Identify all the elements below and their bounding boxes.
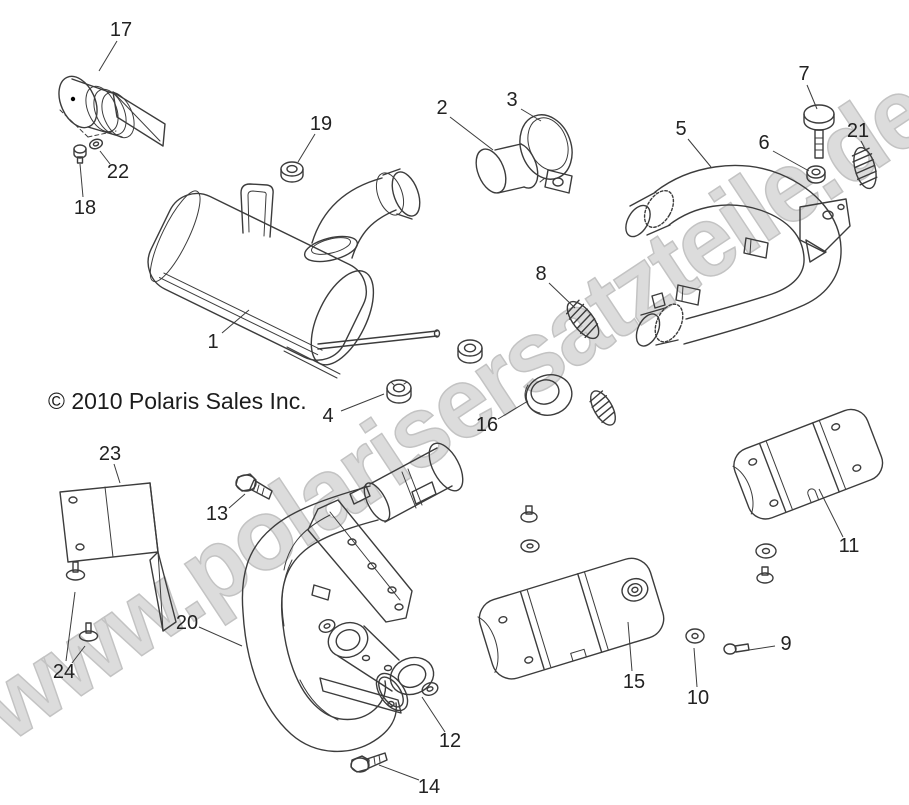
clamp-3-drawing xyxy=(519,114,573,194)
copyright-text: © 2010 Polaris Sales Inc. xyxy=(48,388,307,414)
head-pipe-20-drawing xyxy=(241,442,464,753)
callout-13: 13 xyxy=(206,503,228,525)
callout-15: 15 xyxy=(623,671,645,693)
spring-21-drawing xyxy=(851,146,878,190)
nut-19-drawing xyxy=(280,161,304,183)
bolt-7-drawing xyxy=(803,104,835,159)
callout-11: 11 xyxy=(839,535,860,557)
callout-6: 6 xyxy=(758,132,769,154)
callout-7: 7 xyxy=(798,63,809,85)
bracket-23-drawing xyxy=(59,482,177,632)
callout-5: 5 xyxy=(675,118,686,140)
callout-17: 17 xyxy=(110,19,132,41)
callout-20: 20 xyxy=(176,612,198,634)
washer-22-drawing xyxy=(88,138,104,150)
nut-6-drawing xyxy=(806,165,826,184)
gasket-12-drawing xyxy=(318,619,439,696)
washer-above-15-drawing xyxy=(520,539,540,553)
spark-arrestor-drawing xyxy=(58,75,166,147)
nut-middle-drawing xyxy=(457,339,483,364)
bolt-18-drawing xyxy=(73,144,87,164)
callout-24: 24 xyxy=(53,661,75,683)
seal-ring-16-drawing xyxy=(524,374,573,416)
callout-21: 21 xyxy=(847,120,869,142)
washer-10-drawing xyxy=(685,628,705,644)
heat-shield-15-drawing xyxy=(477,557,665,680)
washer-under-11-drawing xyxy=(755,543,777,559)
callout-2: 2 xyxy=(436,97,447,119)
bolt-9-drawing xyxy=(723,643,750,655)
bolt-above-15-drawing xyxy=(520,505,538,523)
bolt-13-drawing xyxy=(235,473,273,500)
callout-22: 22 xyxy=(107,161,129,183)
rivet-24a-drawing xyxy=(65,561,86,581)
bolt-14-drawing xyxy=(350,752,388,773)
spring-middle-drawing xyxy=(589,390,616,426)
callout-23: 23 xyxy=(99,443,121,465)
callouts: 1 2 3 4 5 6 7 8 9 10 11 12 13 14 15 16 1… xyxy=(53,19,869,798)
callout-9: 9 xyxy=(780,633,791,655)
callout-18: 18 xyxy=(74,197,96,219)
rivet-24b-drawing xyxy=(78,622,99,642)
bolt-under-11-drawing xyxy=(756,566,774,584)
head-pipe-5-drawing xyxy=(625,164,851,347)
leader-lines xyxy=(65,40,867,781)
callout-12: 12 xyxy=(439,730,461,752)
heat-shield-11-drawing xyxy=(732,408,884,520)
muffler-drawing xyxy=(147,168,441,379)
callout-10: 10 xyxy=(687,687,709,709)
callout-1: 1 xyxy=(207,331,218,353)
nut-4-drawing xyxy=(386,379,412,404)
sleeve-2-drawing xyxy=(475,143,539,194)
callout-3: 3 xyxy=(506,89,517,111)
callout-14: 14 xyxy=(418,776,440,798)
callout-4: 4 xyxy=(322,405,333,427)
callout-19: 19 xyxy=(310,113,332,135)
callout-8: 8 xyxy=(535,263,546,285)
callout-16: 16 xyxy=(476,414,498,436)
